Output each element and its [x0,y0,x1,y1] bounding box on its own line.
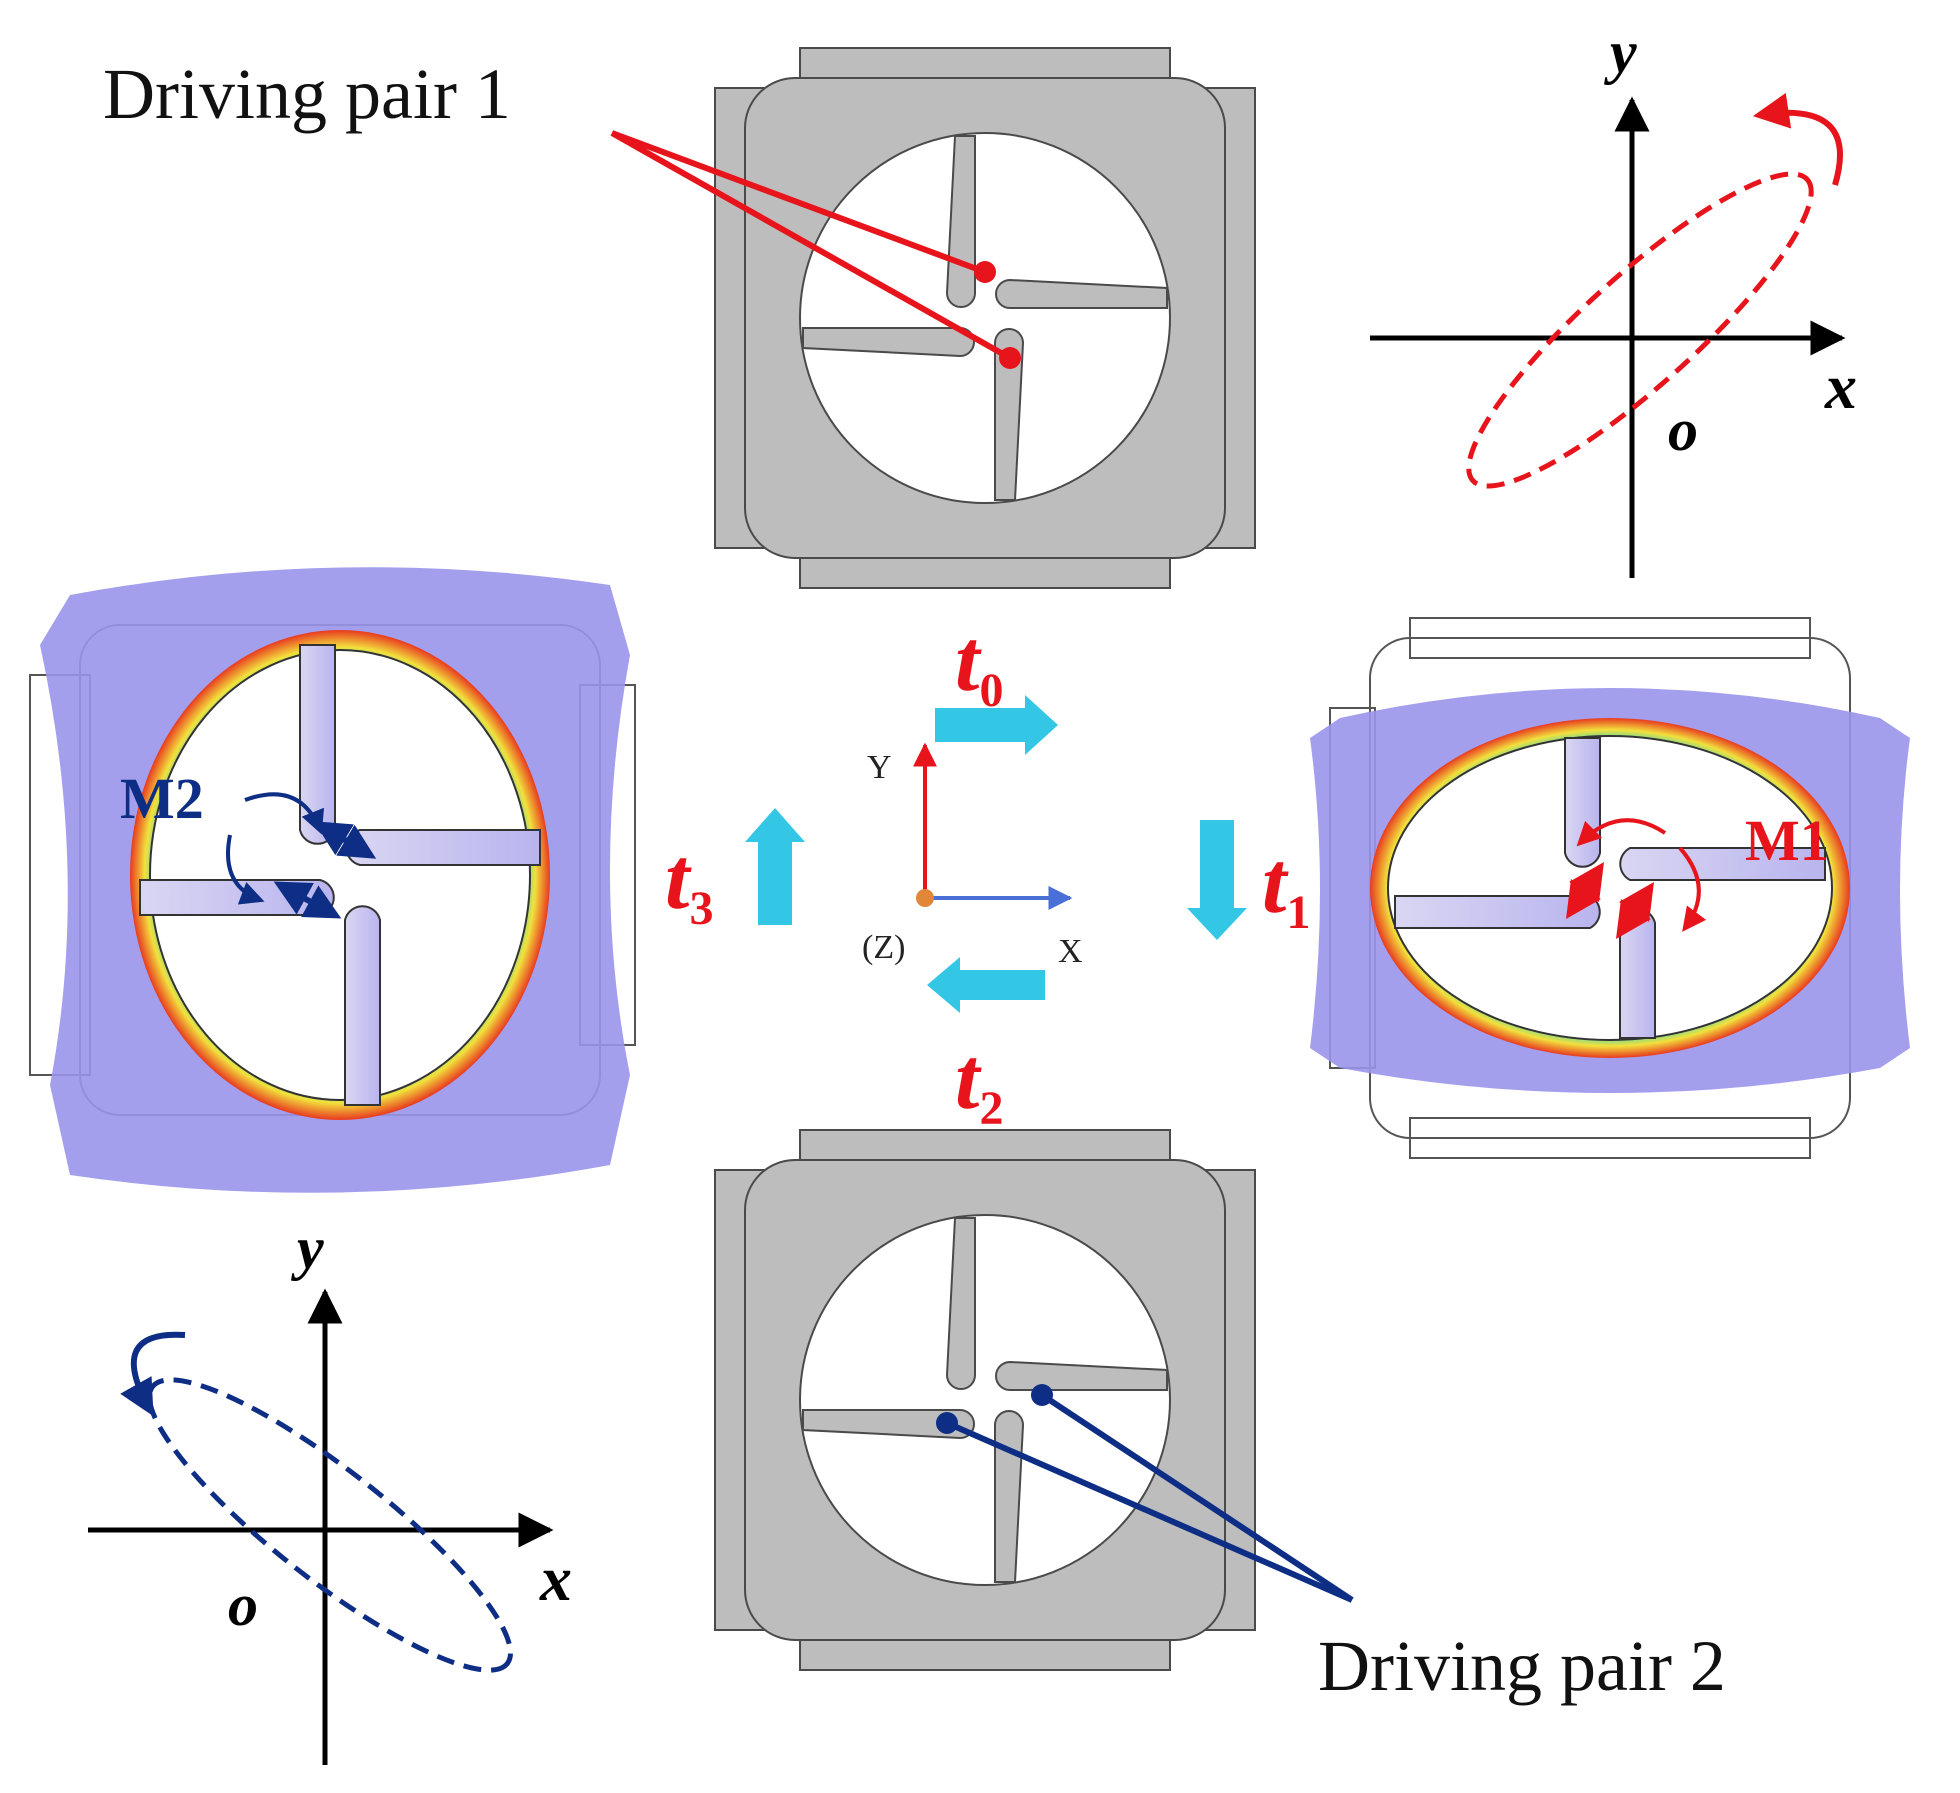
plot-tr-x-label: x [1824,351,1857,422]
coord-y-label: Y [867,749,892,786]
plot-tr-y-label: y [1604,19,1637,85]
stator-top [714,47,1256,589]
t1-label: t1 [1262,835,1310,939]
rotation-arrow-blue [120,1331,186,1417]
stator-bottom [714,1129,1256,1671]
m2-label: M2 [120,766,204,831]
coord-x-label: X [1058,933,1083,970]
t2-label: t2 [955,1031,1003,1135]
plot-bl-y-label: y [291,1215,324,1281]
motion-arrow-t2 [927,957,1045,1013]
t0-label: t0 [955,613,1003,717]
stator-right-deformed [1310,617,1910,1159]
driving-pair-1-label: Driving pair 1 [103,54,511,134]
plot-tr-origin-label: o [1668,397,1698,463]
motion-arrow-t0 [935,695,1058,755]
coordinate-system [913,742,1073,910]
t3-label: t3 [665,831,713,935]
m1-label: M1 [1745,808,1829,873]
trajectory-ellipse-blue [146,1377,514,1673]
trajectory-ellipse-red [1466,171,1814,489]
stator-left-deformed [29,567,636,1193]
trajectory-plot-bottom-left [88,1288,554,1765]
motion-arrow-t3 [745,808,805,925]
driving-pair-1-pointer [610,130,1021,369]
plot-bl-origin-label: o [228,1572,258,1638]
driving-pair-2-label: Driving pair 2 [1318,1626,1726,1706]
coord-z-label: (Z) [862,929,905,966]
plot-bl-x-label: x [539,1543,572,1614]
driving-pair-2-pointer [936,1384,1354,1603]
motion-arrow-t1 [1187,820,1247,940]
trajectory-plot-top-right [1370,92,1846,578]
rotation-arrow-red [1752,92,1843,186]
